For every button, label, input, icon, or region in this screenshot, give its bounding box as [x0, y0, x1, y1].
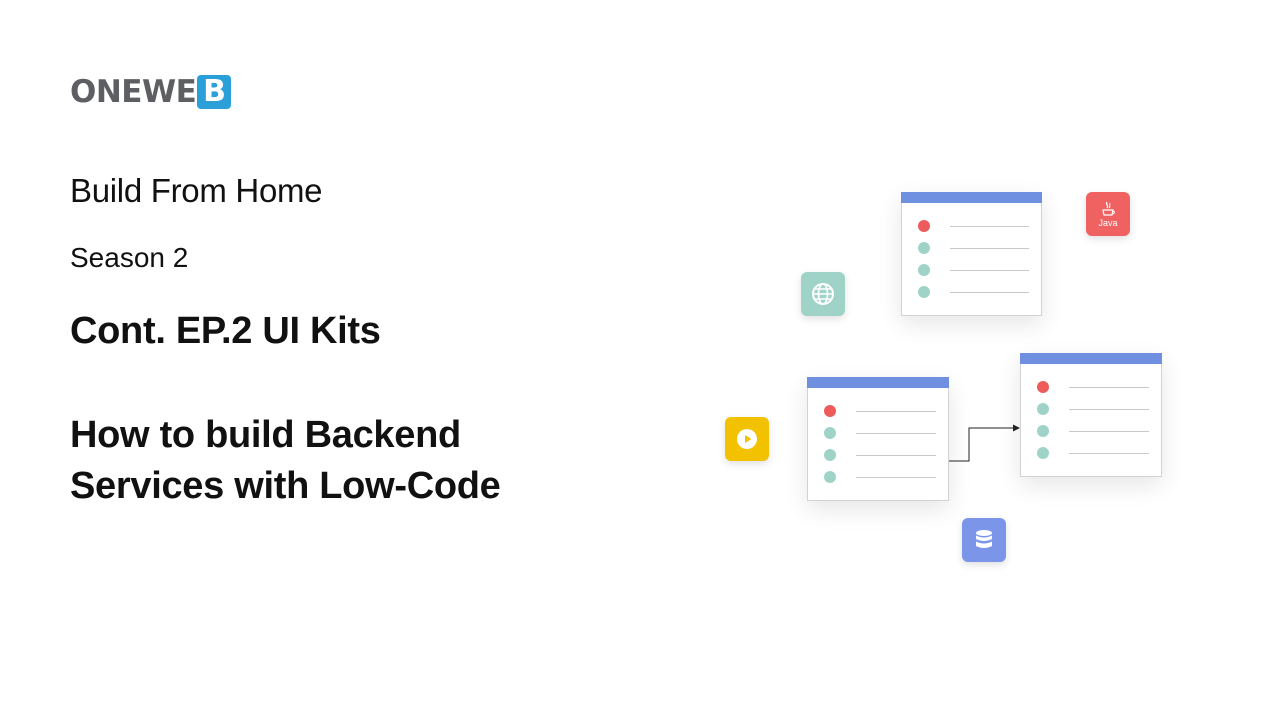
text-line: [1069, 431, 1149, 432]
text-line: [856, 411, 936, 412]
topic-line-2: Services with Low-Code: [70, 465, 501, 507]
database-icon: [962, 518, 1006, 562]
text-line: [856, 433, 936, 434]
topic-line-1: How to build Backend: [70, 414, 461, 456]
season-label: Season 2: [70, 242, 189, 273]
play-glyph: [737, 429, 757, 449]
logo-text: ONEWE: [70, 74, 197, 110]
status-dot: [1037, 447, 1049, 459]
list-item: [918, 264, 1029, 276]
status-dot: [1037, 425, 1049, 437]
list-item: [918, 242, 1029, 254]
java-icon: Java: [1086, 192, 1130, 236]
status-dot: [918, 220, 930, 232]
status-dot: [918, 264, 930, 276]
window-title-bar: [901, 192, 1042, 203]
list-item: [824, 471, 936, 483]
text-line: [1069, 453, 1149, 454]
window-card-target: [1020, 353, 1162, 477]
list-item: [1037, 447, 1149, 459]
text-line: [950, 270, 1029, 271]
text-line: [856, 477, 936, 478]
status-dot: [824, 405, 836, 417]
window-title-bar: [807, 377, 949, 388]
status-dot: [824, 449, 836, 461]
status-dot: [1037, 403, 1049, 415]
window-card-top: [901, 192, 1042, 316]
java-label: Java: [1098, 218, 1118, 228]
episode-title: Cont. EP.2 UI Kits: [70, 310, 381, 352]
list-item: [1037, 425, 1149, 437]
status-dot: [824, 471, 836, 483]
list-item: [918, 220, 1029, 232]
list-item: [1037, 403, 1149, 415]
topic-heading: How to build Backend Services with Low-C…: [70, 410, 501, 512]
list-item: [824, 427, 936, 439]
list-item: [1037, 381, 1149, 393]
status-dot: [918, 242, 930, 254]
status-dot: [1037, 381, 1049, 393]
text-line: [1069, 387, 1149, 388]
coffee-cup-icon: [1102, 201, 1115, 216]
database-glyph: [976, 530, 992, 548]
text-line: [856, 455, 936, 456]
window-card-source: [807, 377, 949, 501]
text-line: [950, 226, 1029, 227]
list-item: [918, 286, 1029, 298]
text-line: [950, 248, 1029, 249]
play-icon: [725, 417, 769, 461]
text-line: [950, 292, 1029, 293]
series-title: Build From Home: [70, 172, 323, 209]
logo-mark: B: [197, 75, 232, 109]
status-dot: [918, 286, 930, 298]
window-title-bar: [1020, 353, 1162, 364]
list-item: [824, 405, 936, 417]
list-item: [824, 449, 936, 461]
text-line: [1069, 409, 1149, 410]
globe-glyph: [812, 283, 834, 305]
status-dot: [824, 427, 836, 439]
globe-icon: [801, 272, 845, 316]
